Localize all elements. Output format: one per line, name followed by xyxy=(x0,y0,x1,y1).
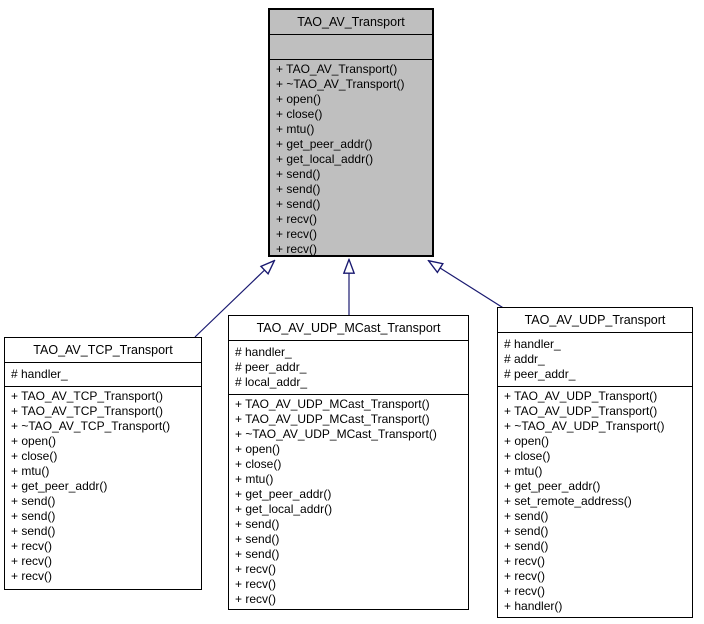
class-box-tao-av-udp-mcast-transport[interactable]: TAO_AV_UDP_MCast_Transport # handler_# p… xyxy=(228,315,469,610)
class-member: + recv() xyxy=(504,569,546,583)
class-member: + recv() xyxy=(235,592,277,606)
class-attributes: # handler_# peer_addr_# local_addr_ xyxy=(229,341,468,395)
class-member: + get_peer_addr() xyxy=(276,137,373,151)
class-member: + send() xyxy=(504,539,549,553)
class-member: + recv() xyxy=(11,569,53,583)
class-member: + open() xyxy=(504,434,550,448)
class-member: + ~TAO_AV_TCP_Transport() xyxy=(11,419,171,433)
class-member: + send() xyxy=(11,524,56,538)
class-member: + TAO_AV_UDP_Transport() xyxy=(504,404,658,418)
class-member: + close() xyxy=(235,457,282,471)
class-member: + recv() xyxy=(504,584,546,598)
class-member: + get_local_addr() xyxy=(235,502,333,516)
class-member: + send() xyxy=(276,167,321,181)
class-member: # handler_ xyxy=(504,337,561,351)
class-member: + recv() xyxy=(504,554,546,568)
class-member: + recv() xyxy=(276,212,318,226)
class-box-tao-av-transport[interactable]: TAO_AV_Transport + TAO_AV_Transport()+ ~… xyxy=(268,8,434,257)
class-member: + recv() xyxy=(11,539,53,553)
class-member: + recv() xyxy=(276,242,318,255)
class-title[interactable]: TAO_AV_UDP_Transport xyxy=(498,308,692,333)
class-member: + ~TAO_AV_UDP_Transport() xyxy=(504,419,665,433)
class-member: + close() xyxy=(11,449,58,463)
class-member: + recv() xyxy=(235,577,277,591)
class-member: + send() xyxy=(504,524,549,538)
class-member: + TAO_AV_TCP_Transport() xyxy=(11,404,163,418)
class-methods: + TAO_AV_UDP_MCast_Transport()+ TAO_AV_U… xyxy=(229,395,468,609)
class-member: + ~TAO_AV_UDP_MCast_Transport() xyxy=(235,427,437,441)
class-member: + get_local_addr() xyxy=(276,152,374,166)
class-member: + close() xyxy=(504,449,551,463)
class-member: + send() xyxy=(11,494,56,508)
class-member: + TAO_AV_UDP_MCast_Transport() xyxy=(235,412,430,426)
class-member: + send() xyxy=(235,517,280,531)
class-member: + close() xyxy=(276,107,323,121)
class-member: + get_peer_addr() xyxy=(11,479,108,493)
class-member: + get_peer_addr() xyxy=(235,487,332,501)
class-box-tao-av-udp-transport[interactable]: TAO_AV_UDP_Transport # handler_# addr_# … xyxy=(497,307,693,618)
class-member: # peer_addr_ xyxy=(504,367,576,381)
class-member: # handler_ xyxy=(235,345,292,359)
class-member: + ~TAO_AV_Transport() xyxy=(276,77,405,91)
class-member: + send() xyxy=(235,547,280,561)
class-member: + TAO_AV_UDP_Transport() xyxy=(504,389,658,403)
class-attributes: # handler_ xyxy=(5,363,201,387)
class-member: + open() xyxy=(235,442,281,456)
class-title[interactable]: TAO_AV_TCP_Transport xyxy=(5,338,201,363)
class-methods: + TAO_AV_TCP_Transport()+ TAO_AV_TCP_Tra… xyxy=(5,387,201,589)
class-member: # handler_ xyxy=(11,367,68,381)
class-member: + send() xyxy=(276,197,321,211)
class-member: + TAO_AV_TCP_Transport() xyxy=(11,389,163,403)
class-member: + send() xyxy=(235,532,280,546)
class-title[interactable]: TAO_AV_UDP_MCast_Transport xyxy=(229,316,468,341)
class-member: + recv() xyxy=(235,562,277,576)
class-member: + mtu() xyxy=(11,464,50,478)
class-methods: + TAO_AV_Transport()+ ~TAO_AV_Transport(… xyxy=(270,60,432,255)
class-member: # local_addr_ xyxy=(235,375,308,389)
class-member: + mtu() xyxy=(504,464,543,478)
class-methods: + TAO_AV_UDP_Transport()+ TAO_AV_UDP_Tra… xyxy=(498,387,692,617)
class-member: + recv() xyxy=(276,227,318,241)
class-member: + handler() xyxy=(504,599,563,613)
class-attributes: # handler_# addr_# peer_addr_ xyxy=(498,333,692,387)
class-box-tao-av-tcp-transport[interactable]: TAO_AV_TCP_Transport # handler_ + TAO_AV… xyxy=(4,337,202,590)
class-member: + mtu() xyxy=(235,472,274,486)
class-member: + send() xyxy=(11,509,56,523)
class-member: # addr_ xyxy=(504,352,545,366)
inheritance-arrow-tcp xyxy=(194,261,274,338)
class-member: + send() xyxy=(276,182,321,196)
class-attributes xyxy=(270,35,432,60)
class-member: + mtu() xyxy=(276,122,315,136)
class-member: + recv() xyxy=(11,554,53,568)
class-member: + get_peer_addr() xyxy=(504,479,601,493)
class-member: + open() xyxy=(11,434,57,448)
class-member: # peer_addr_ xyxy=(235,360,307,374)
class-member: + set_remote_address() xyxy=(504,494,632,508)
class-member: + open() xyxy=(276,92,322,106)
class-member: + TAO_AV_UDP_MCast_Transport() xyxy=(235,397,430,411)
class-member: + TAO_AV_Transport() xyxy=(276,62,398,76)
inheritance-arrow-udp xyxy=(429,261,506,310)
class-member: + send() xyxy=(504,509,549,523)
class-title[interactable]: TAO_AV_Transport xyxy=(270,10,432,35)
